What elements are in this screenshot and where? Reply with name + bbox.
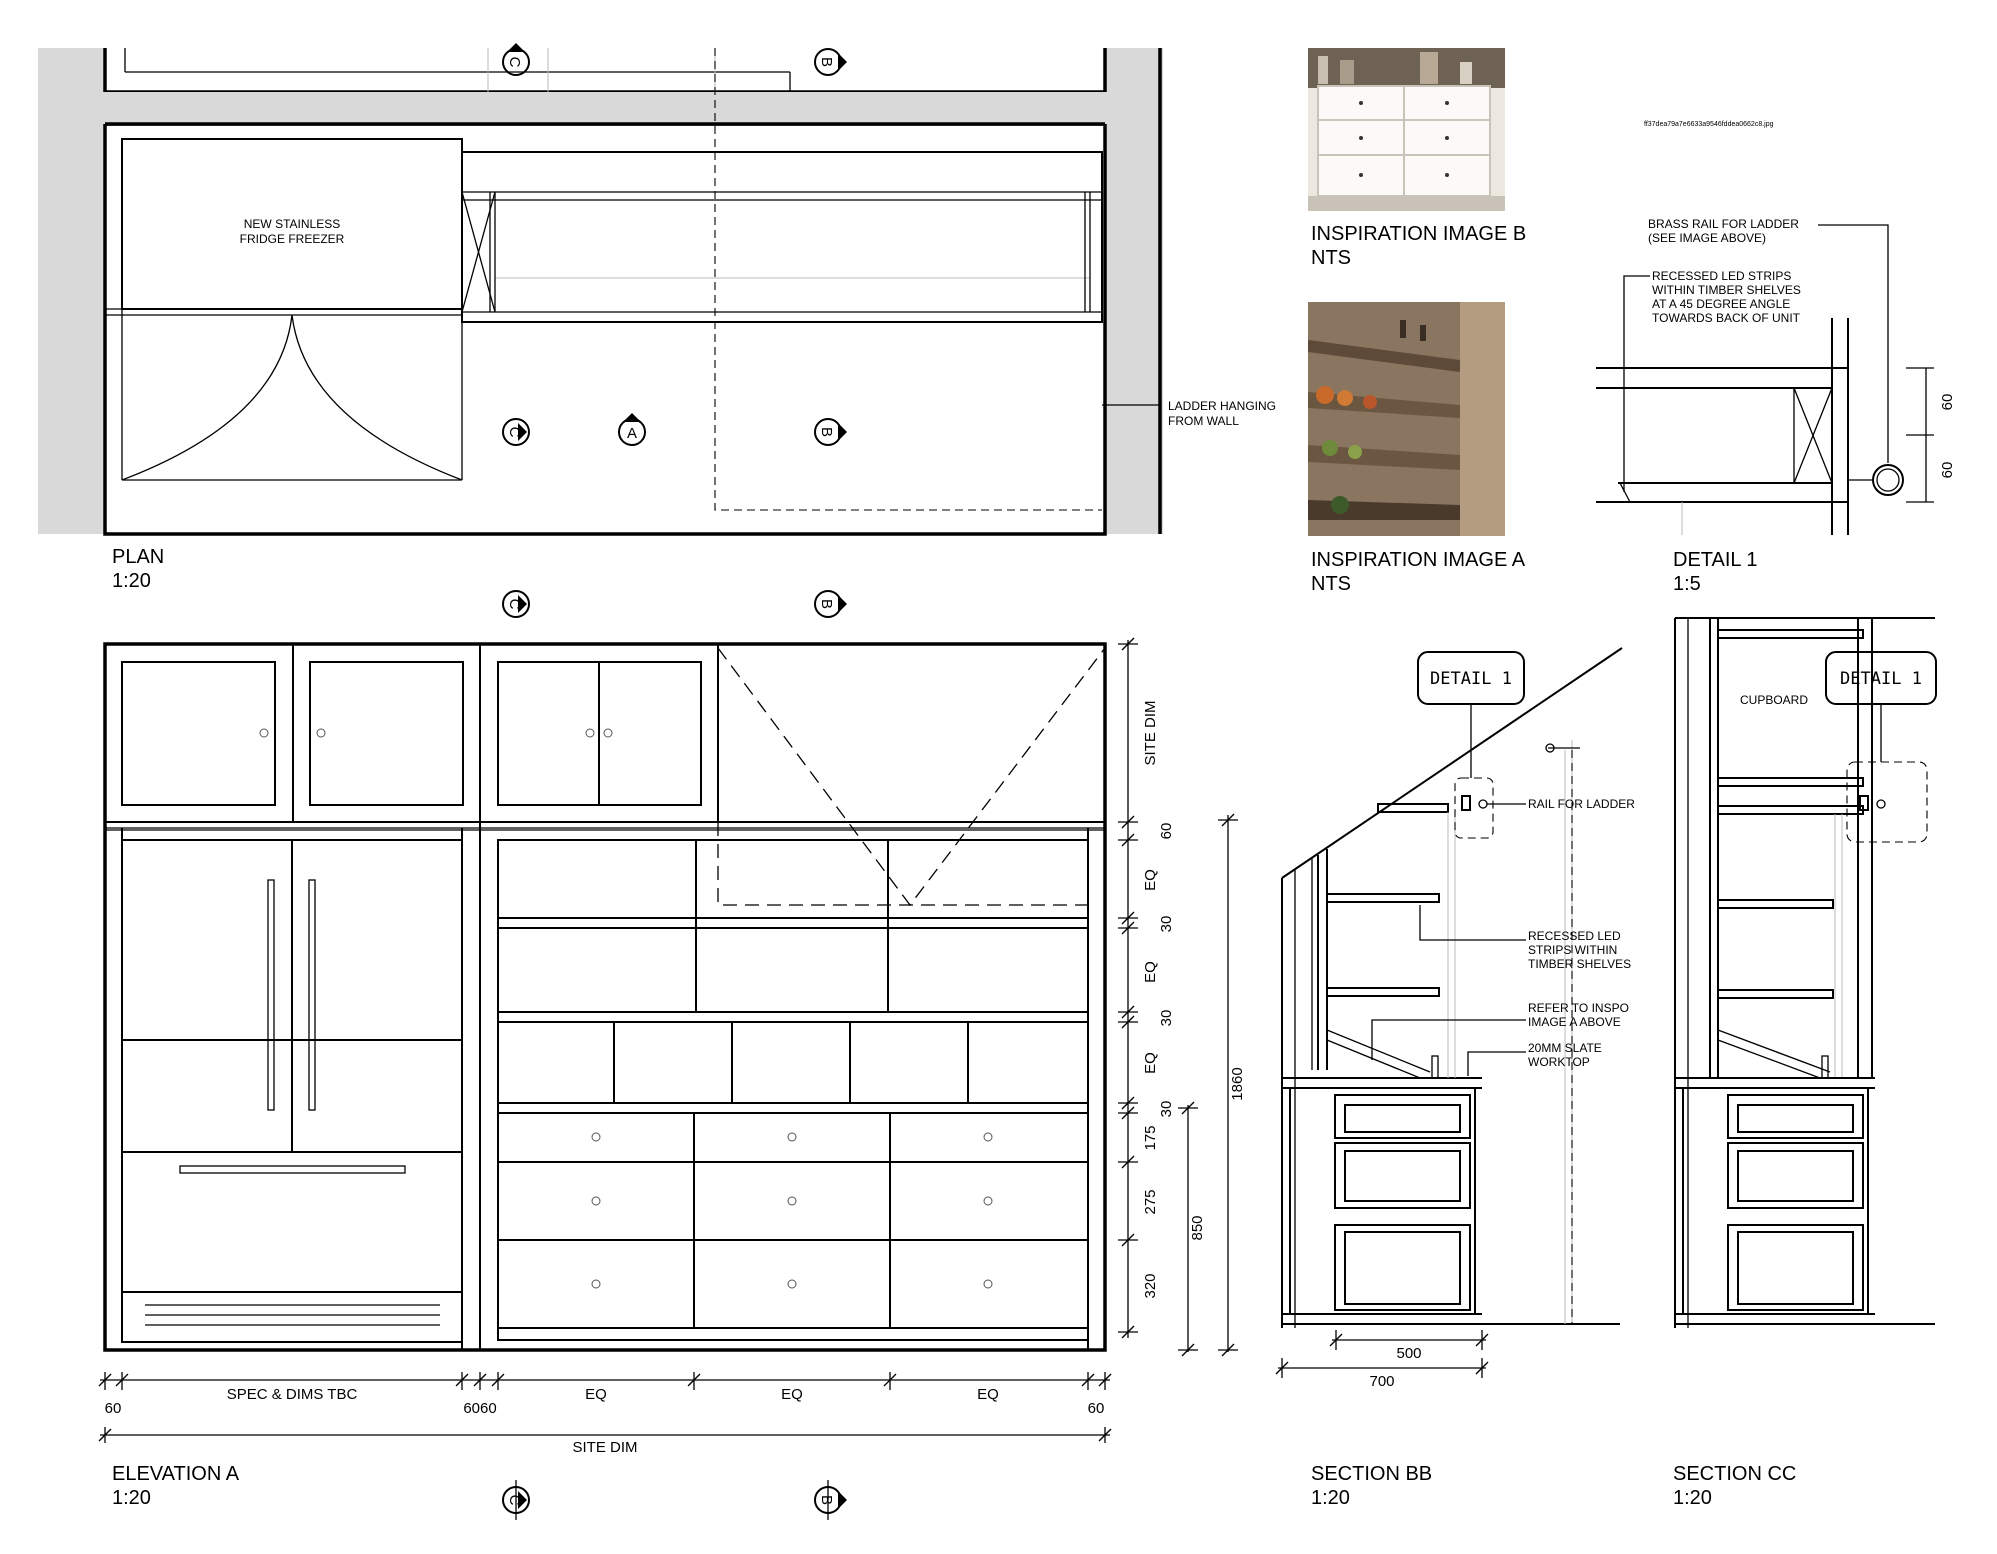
- dim-site-dim-vertical: SITE DIM: [1142, 700, 1159, 765]
- note-led-line3: TIMBER SHELVES: [1528, 957, 1631, 971]
- dim-eq-2: EQ: [1142, 961, 1159, 983]
- svg-text:C: C: [506, 427, 523, 438]
- section-marker-a-plan: A: [618, 413, 646, 446]
- note-refer-line1: REFER TO INSPO: [1528, 1001, 1629, 1015]
- svg-text:B: B: [818, 57, 835, 67]
- inspiration-a-scale: NTS: [1311, 573, 1351, 595]
- detail1-dim-lower: 60: [1939, 462, 1956, 479]
- section-marker-c-plan: C: [502, 418, 530, 446]
- svg-text:C: C: [506, 1495, 523, 1506]
- dim-eq-bottom-1: EQ: [585, 1386, 607, 1403]
- svg-text:B: B: [818, 599, 835, 609]
- dim-500: 500: [1396, 1345, 1421, 1362]
- detail1-note2-line3: AT A 45 DEGREE ANGLE: [1652, 297, 1790, 311]
- dim-spec-tbc: SPEC & DIMS TBC: [227, 1386, 358, 1403]
- dim-6060-bottom: 6060: [463, 1400, 496, 1417]
- dim-eq-bottom-3: EQ: [977, 1386, 999, 1403]
- fridge-label-2: FRIDGE FREEZER: [240, 232, 345, 246]
- dim-175: 175: [1142, 1125, 1159, 1150]
- note-led-line1: RECESSED LED: [1528, 929, 1621, 943]
- section-marker-b-bottom: B: [814, 1486, 847, 1514]
- detail1-note2-line1: RECESSED LED STRIPS: [1652, 269, 1791, 283]
- section-marker-b-top: B: [814, 48, 847, 76]
- svg-text:B: B: [818, 1495, 835, 1505]
- svg-text:C: C: [506, 599, 523, 610]
- inspiration-image-a: INSPIRATION IMAGE A NTS: [1308, 302, 1526, 595]
- dim-60-top: 60: [1158, 823, 1175, 840]
- section-bb-title: SECTION BB: [1311, 1463, 1432, 1485]
- detail1-title: DETAIL 1: [1673, 549, 1757, 571]
- dim-60-bottom-left: 60: [105, 1400, 122, 1417]
- dim-30-2: 30: [1158, 1010, 1175, 1027]
- dim-60-bottom-right: 60: [1088, 1400, 1105, 1417]
- dim-1860: 1860: [1229, 1067, 1246, 1100]
- section-cc-title: SECTION CC: [1673, 1463, 1796, 1485]
- section-marker-c-top: C: [502, 43, 530, 76]
- detail-1: BRASS RAIL FOR LADDER (SEE IMAGE ABOVE) …: [1596, 217, 1956, 595]
- elevation-scale: 1:20: [112, 1487, 151, 1509]
- section-cc: CUPBOARD DETAIL 1 SECTION CC 1:20: [1673, 617, 1937, 1509]
- dim-eq-1: EQ: [1142, 869, 1159, 891]
- ladder-dashed: [717, 647, 1106, 907]
- svg-text:DETAIL 1: DETAIL 1: [1430, 669, 1512, 689]
- dim-site-dim-bottom: SITE DIM: [572, 1439, 637, 1456]
- svg-text:A: A: [627, 425, 637, 442]
- plan-view: NEW STAINLESS FRIDGE FREEZER LADDER HANG…: [38, 48, 1276, 592]
- section-bb-scale: 1:20: [1311, 1487, 1350, 1509]
- dim-30-3: 30: [1158, 1101, 1175, 1118]
- section-cc-scale: 1:20: [1673, 1487, 1712, 1509]
- detail1-note1-line1: BRASS RAIL FOR LADDER: [1648, 217, 1799, 231]
- section-bb: DETAIL 1 RAIL FOR LADDER RECESSED LED ST…: [1275, 647, 1635, 1509]
- dim-eq-bottom-2: EQ: [781, 1386, 803, 1403]
- dim-320: 320: [1142, 1273, 1159, 1298]
- inspiration-b-scale: NTS: [1311, 247, 1351, 269]
- fridge-label-1: NEW STAINLESS: [244, 217, 340, 231]
- dim-30-1: 30: [1158, 916, 1175, 933]
- ladder-note-1: LADDER HANGING: [1168, 399, 1276, 413]
- detail1-note2-line2: WITHIN TIMBER SHELVES: [1652, 283, 1801, 297]
- note-led-line2: STRIPS WITHIN: [1528, 943, 1617, 957]
- section-marker-c-elev: C: [502, 590, 530, 618]
- elevation-frame: [103, 642, 1107, 1352]
- note-slate-line1: 20MM SLATE: [1528, 1041, 1602, 1055]
- inspiration-a-title: INSPIRATION IMAGE A: [1311, 549, 1526, 571]
- section-cc-cupboard: CUPBOARD: [1740, 693, 1808, 707]
- inspiration-b-title: INSPIRATION IMAGE B: [1311, 223, 1526, 245]
- plan-scale: 1:20: [112, 570, 151, 592]
- fridge-door-swing: [121, 314, 463, 481]
- elevation-title: ELEVATION A: [112, 1463, 240, 1485]
- detail1-dim-upper: 60: [1939, 394, 1956, 411]
- section-markers: C B C A B C B C: [502, 43, 847, 1520]
- svg-text:C: C: [506, 57, 523, 68]
- detail1-note2-line4: TOWARDS BACK OF UNIT: [1652, 311, 1801, 325]
- detail1-scale: 1:5: [1673, 573, 1701, 595]
- detail1-note1-line2: (SEE IMAGE ABOVE): [1648, 231, 1766, 245]
- dim-850: 850: [1189, 1215, 1206, 1240]
- note-slate-line2: WORKTOP: [1528, 1055, 1590, 1069]
- note-refer-line2: IMAGE A ABOVE: [1528, 1015, 1621, 1029]
- section-marker-b-plan: B: [814, 418, 847, 446]
- elevation-a: SITE DIM 60 EQ 30 EQ 30 EQ 30 175 275 32…: [98, 637, 1246, 1509]
- dim-700: 700: [1369, 1373, 1394, 1390]
- plan-title: PLAN: [112, 546, 164, 568]
- svg-text:B: B: [818, 427, 835, 437]
- note-rail-for-ladder: RAIL FOR LADDER: [1528, 797, 1635, 811]
- dim-eq-3: EQ: [1142, 1052, 1159, 1074]
- svg-text:DETAIL 1: DETAIL 1: [1840, 669, 1922, 689]
- dim-275: 275: [1142, 1189, 1159, 1214]
- inspiration-image-b: INSPIRATION IMAGE B NTS: [1308, 48, 1526, 269]
- section-marker-b-elev: B: [814, 590, 847, 618]
- ladder-note-2: FROM WALL: [1168, 414, 1239, 428]
- file-caption: ff37dea79a7e6633a9546fddea0662c8.jpg: [1644, 121, 1774, 128]
